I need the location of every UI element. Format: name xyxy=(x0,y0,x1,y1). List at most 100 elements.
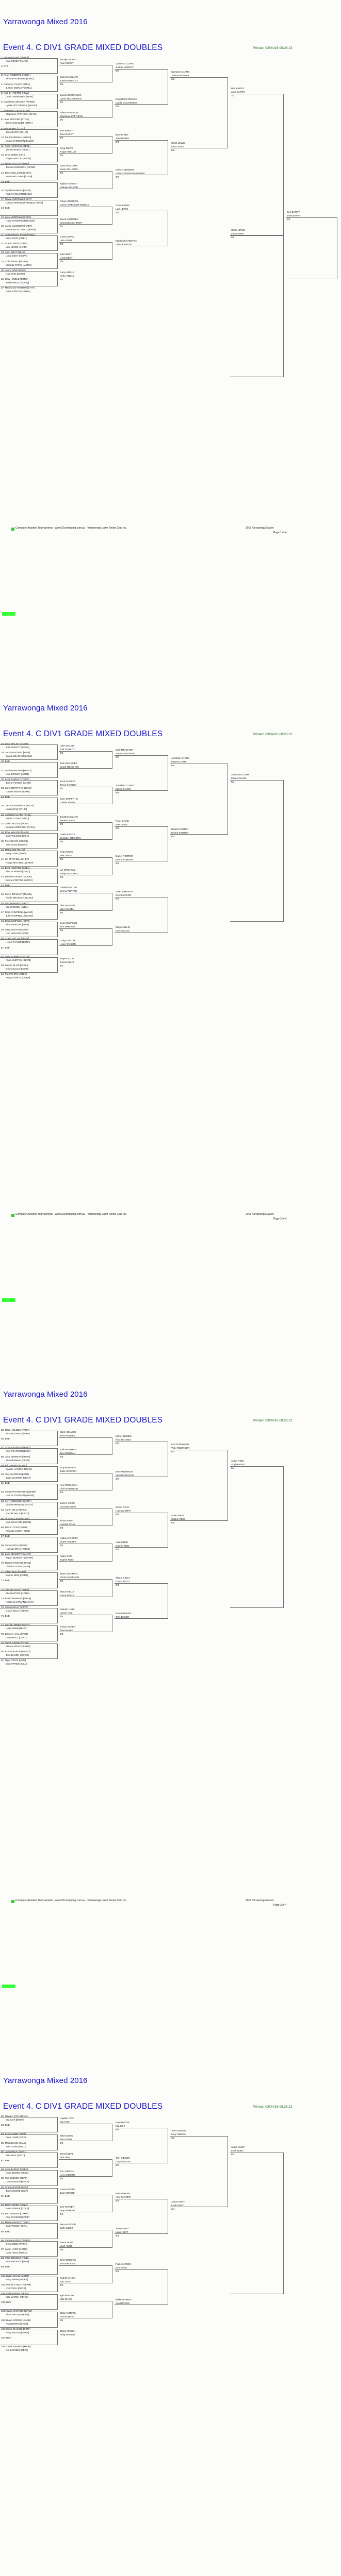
entry-seed: 35: Jackson BARRETT [KOOY] xyxy=(1,804,35,807)
entry-seed: 78: Damien HALL [CAST] xyxy=(1,1632,28,1635)
entry-seed: 72: BYE xyxy=(1,1579,10,1582)
entry-pair-bracket xyxy=(0,217,58,233)
entry-partner: Sue DAVIS [WODO] xyxy=(6,843,27,846)
player-2: Samantha SCHMIDT xyxy=(60,221,83,224)
entry-partner: Maree CLARK [STEL] xyxy=(6,817,29,820)
entry-pair-bracket xyxy=(0,779,58,796)
footer-event: 2016 Yarrawonga Easter xyxy=(246,1213,274,1216)
footer-page-number: Page 1 of 4 xyxy=(273,531,287,534)
entry-seed: 95: BYE xyxy=(1,2230,10,2233)
player-2: Cassie SMITH xyxy=(60,801,75,804)
entry-seed: 63: Ken ROBINSON [CROY] xyxy=(1,1499,31,1502)
bracket-entry: 54: Paul WHITE [COBR]Megan WHITE [COBR] xyxy=(1,972,30,979)
entry-pair-bracket xyxy=(0,886,58,902)
bracket-entry: 42: Brett HOWARD [GEEL]Tina HOWARD [GEEL… xyxy=(1,866,30,873)
match-score: 6/6 xyxy=(287,218,290,221)
player-1: Luke WALSH xyxy=(60,744,74,747)
bracket-page-3: Yarrawonga Mixed 2016 Event 4. C DIV1 GR… xyxy=(0,1372,341,2059)
round2-pair-bracket xyxy=(59,2159,112,2177)
entry-seed: 32: Scott FAIRLEY [YARR] xyxy=(1,777,29,781)
entry-seed: 79: Travis GRANT [KYNE] xyxy=(1,1641,29,1644)
entry-pair-bracket xyxy=(0,93,58,110)
player-1: Wayne ELLIS xyxy=(60,957,74,960)
player-2: Claire FOSTER xyxy=(60,1540,76,1544)
entry-partner: Kim SIMPSON [EPPI] xyxy=(6,923,29,926)
printed-timestamp: Printed: 03/04/16 08:26:22 xyxy=(253,733,293,736)
round3-pair-bracket xyxy=(115,211,168,246)
match-score: 6/1 xyxy=(60,964,63,967)
match-score: 6/2 xyxy=(171,2137,175,2139)
match-score: 6/3 xyxy=(116,2128,119,2131)
entry-seed: 51: BYE xyxy=(1,946,10,949)
player-2: Kelly HINDLE xyxy=(60,274,75,277)
footer-marker-icon xyxy=(11,1214,14,1217)
bracket-entry: 36: Jonathan CLARK [STEL]Maree CLARK [ST… xyxy=(1,813,31,820)
entry-seed: 38: Rhys WILSON [BALN] xyxy=(1,831,29,834)
entry-partner: Helen TAYLOR [BENA] xyxy=(6,941,30,944)
entry-partner: Kate HOLLAND [SUNB] xyxy=(6,1521,31,1523)
match-score: 6/6 xyxy=(116,791,119,794)
bracket-entry: 102: Kyle MARSH [PENS]Mila MARSH [PENS] xyxy=(1,2292,28,2299)
entry-seed: 75: Shaun KELLY [STAW] xyxy=(1,1606,28,1608)
player-1: Adam PATTISON xyxy=(60,111,78,114)
page-2-content: Yarrawonga Mixed 2016 Event 4. C DIV1 GR… xyxy=(0,686,341,1372)
bracket-entry: 100: Dylan SHAW [MORT]Ruby SHAW [MORT] xyxy=(1,2274,29,2281)
player-2: Justine MORLEY xyxy=(60,79,78,82)
entry-seed: 58: Josh NEWMAN [FRAN] xyxy=(1,1455,30,1458)
entry-partner: Anna MURPHY [SEYM] xyxy=(6,958,31,961)
player-2: Jane BARRY xyxy=(287,214,301,217)
round6-bracket xyxy=(286,217,337,279)
entry-seed: 70: Nathan FOSTER [HAMI] xyxy=(1,1562,31,1564)
entry-seed: 20: Jacob LUMSDEN [HADF] xyxy=(1,224,32,227)
round3-pair-bracket xyxy=(115,755,168,791)
entry-partner: Ella CARTER [HEYW] xyxy=(6,2313,29,2316)
player-2: Jane BARRY xyxy=(231,91,245,93)
entry-pair-bracket xyxy=(0,833,58,849)
entry-seed: 82: Hayden COX [BROA] xyxy=(1,2115,28,2117)
player-1: Jason HUNT xyxy=(60,2241,74,2244)
entry-seed: 107: BYE xyxy=(1,2336,11,2339)
entry-partner: Sophie REID [PORT] xyxy=(6,1574,28,1577)
match-score: 8/2 xyxy=(60,136,63,139)
entry-partner: Donna ELLIS [ECHU] xyxy=(6,968,29,970)
player-2: Leah HUNT xyxy=(60,2244,73,2247)
bracket-entry: 45: Steve BRADLEY [NUMU]Nicole BRADLEY [… xyxy=(1,892,33,900)
player-1: Patrick LYNCH xyxy=(116,2263,132,2266)
entry-seed: 104: Owen CARTER [HEYW] xyxy=(1,2310,32,2313)
entry-partner: Tina HOWARD [GEEL] xyxy=(6,870,30,873)
entry-partner: Ivy LYNCH [DERR] xyxy=(6,2286,26,2290)
entry-partner: Linda BEST [HMPK] xyxy=(6,255,27,258)
entry-seed: 101: Patrick LYNCH [DERR] xyxy=(1,2283,31,2286)
bracket-entry: 97: Jason HUNT [KORO]Leah HUNT [KORO] xyxy=(1,2247,27,2255)
player-2: Nicola CHAPMAN xyxy=(60,1576,79,1579)
player-2: Sarah MEAGHER xyxy=(60,766,79,769)
entry-partner: Ella WATSON [HORS] xyxy=(6,1591,29,1595)
entry-partner: Harry THOMPSON [SYDN] xyxy=(6,219,35,222)
entry-partner: Tegan BENNETT [WARR] xyxy=(6,1556,33,1559)
entry-pair-bracket xyxy=(0,798,58,814)
entry-seed: 47: Ross CAMPBELL [WANG] xyxy=(1,910,33,913)
entry-pair-bracket xyxy=(0,1448,58,1464)
footer-credit: Computer Assisted Tournaments - www.92co… xyxy=(15,1899,127,1902)
round2-pair-bracket xyxy=(59,1437,112,1455)
entry-partner: Amy PARKER [CAMP] xyxy=(6,2216,30,2219)
round2-pair-bracket xyxy=(59,751,112,769)
bracket-entry: 105: Blake NORRIS [CASB]Ava NORRIS [CASB… xyxy=(1,2318,30,2326)
player-1: Ken ROBINSON xyxy=(60,1484,77,1487)
round2-pair-bracket xyxy=(59,1544,112,1562)
